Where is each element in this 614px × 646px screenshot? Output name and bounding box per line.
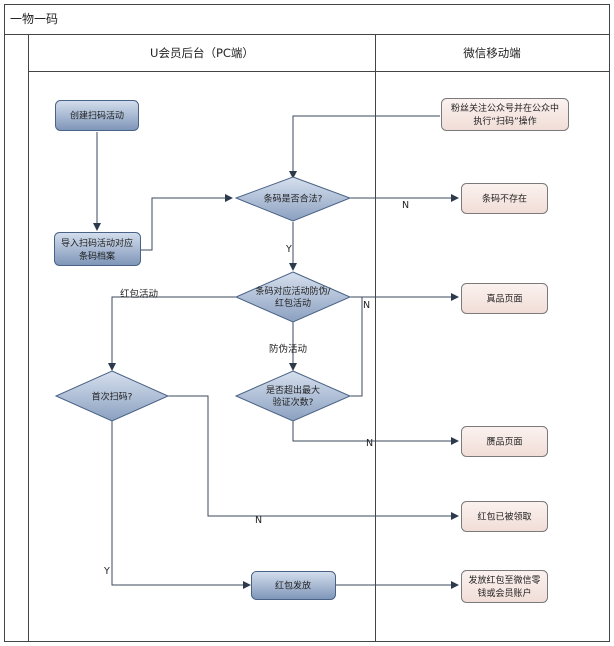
decision-exceed-label-2: 验证次数? [273,396,314,408]
terminal-claimed-label: 红包已被领取 [477,511,531,523]
terminal-fan-label-2: 执行“扫码”操作 [473,115,536,127]
edge-import-legal [140,194,233,251]
edge-first-hongbao [111,421,251,589]
terminal-send-label-1: 发放红包至微信零 [468,574,540,586]
terminal-fake-label: 赝品页面 [486,437,522,448]
terminal-send: 发放红包至微信零 钱或会员账户 [461,570,548,603]
process-create-label: 创建扫码活动 [70,110,124,122]
decision-legal: 条码是否合法? [234,176,352,222]
terminal-claimed: 红包已被领取 [461,501,548,532]
edge-label-hongbao-activity: 红包活动 [120,288,158,300]
process-import: 导入扫码活动对应 条码档案 [54,232,141,266]
edge-exceed-real [350,297,363,397]
terminal-fan: 粉丝关注公众号并在公众中 执行“扫码”操作 [441,98,569,131]
terminal-notexist: 条码不存在 [461,183,548,214]
decision-first: 首次扫码? [54,370,170,422]
process-import-label-2: 条码档案 [79,250,115,262]
terminal-fan-label-1: 粉丝关注公众号并在公众中 [451,102,559,114]
decision-legal-label: 条码是否合法? [264,193,323,205]
edge-label-first-yes: Y [103,566,110,577]
decision-match: 条码对应活动防伪/ 红包活动 [234,271,352,323]
terminal-fake: 赝品页面 [461,426,548,457]
edge-exceed-fake [292,421,459,445]
terminal-notexist-label: 条码不存在 [482,193,527,205]
edge-label-exceed-yes: N [366,438,373,449]
swimlane-frame [4,4,610,642]
edge-label-legal-no: N [402,200,409,211]
edge-fan-legal [289,115,440,179]
edge-label-legal-yes: Y [285,244,292,255]
edge-label-first-no: N [255,515,262,526]
decision-match-label-1: 条码对应活动防伪/ [255,285,331,297]
edge-match-first [108,296,236,371]
lane-header-pc: U会员后台（PC端） [150,46,254,60]
decision-exceed-label-1: 是否超出最大 [266,384,320,396]
process-create: 创建扫码活动 [55,100,139,131]
edge-label-anti-fake: 防伪活动 [269,343,307,355]
process-hongbao: 红包发放 [251,571,336,600]
terminal-real-label: 真品页面 [486,293,522,305]
terminal-send-label-2: 钱或会员账户 [477,587,531,599]
connectors [93,115,459,589]
edge-first-claimed [168,395,459,520]
process-import-label-1: 导入扫码活动对应 [61,237,133,249]
terminal-real: 真品页面 [461,283,548,314]
diagram-title: 一物一码 [10,12,58,26]
decision-first-label: 首次扫码? [92,391,133,403]
process-hongbao-label: 红包发放 [275,580,311,592]
edge-labels: N Y 红包活动 防伪活动 N N N Y [103,200,409,577]
edge-label-exceed-no: N [363,300,370,311]
decision-exceed: 是否超出最大 验证次数? [234,370,352,422]
lane-header-mobile: 微信移动端 [463,46,521,60]
decision-match-label-2: 红包活动 [275,297,311,309]
